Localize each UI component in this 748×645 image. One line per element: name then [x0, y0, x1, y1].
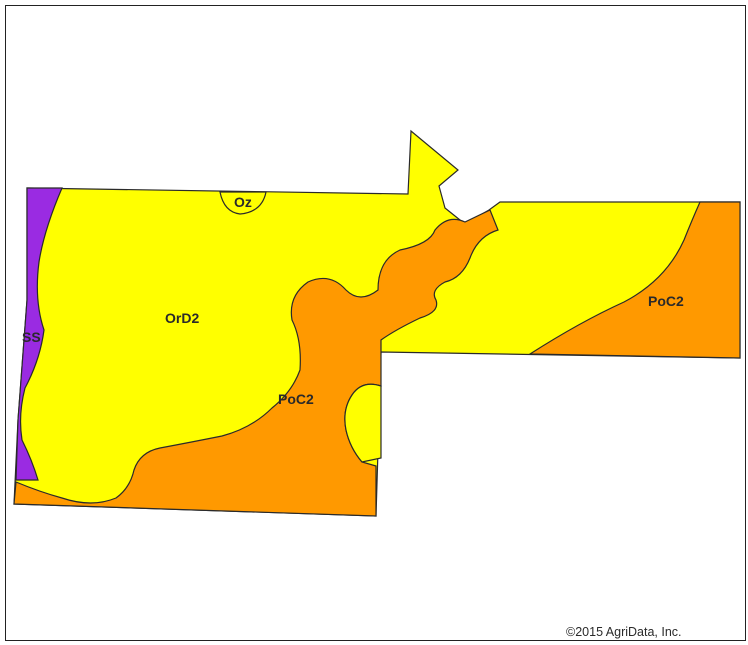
soil-label-ss: SS	[22, 329, 41, 345]
soil-polygon-poc2-center[interactable]	[13, 209, 499, 517]
soil-polygon-ord2-pocket[interactable]	[344, 383, 382, 463]
soil-label-oz: Oz	[234, 194, 252, 210]
soil-polygon-poc2-east[interactable]	[528, 201, 741, 359]
copyright-text: ©2015 AgriData, Inc.	[566, 625, 682, 639]
soil-label-ord2: OrD2	[165, 310, 199, 326]
soil-label-poc2-east: PoC2	[648, 293, 684, 309]
soil-polygon-ss[interactable]	[15, 187, 63, 481]
soil-label-poc2-center: PoC2	[278, 391, 314, 407]
soil-polygon-oz[interactable]	[219, 191, 267, 215]
